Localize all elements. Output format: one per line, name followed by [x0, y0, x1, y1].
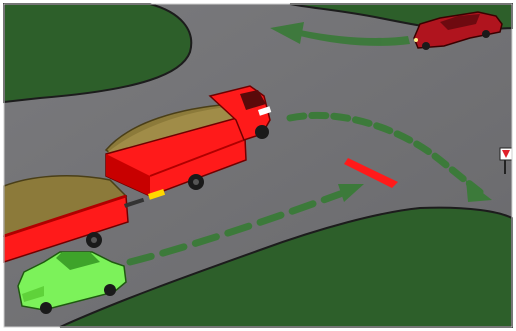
intersection-scene — [0, 0, 516, 331]
intersection-illustration — [0, 0, 516, 331]
